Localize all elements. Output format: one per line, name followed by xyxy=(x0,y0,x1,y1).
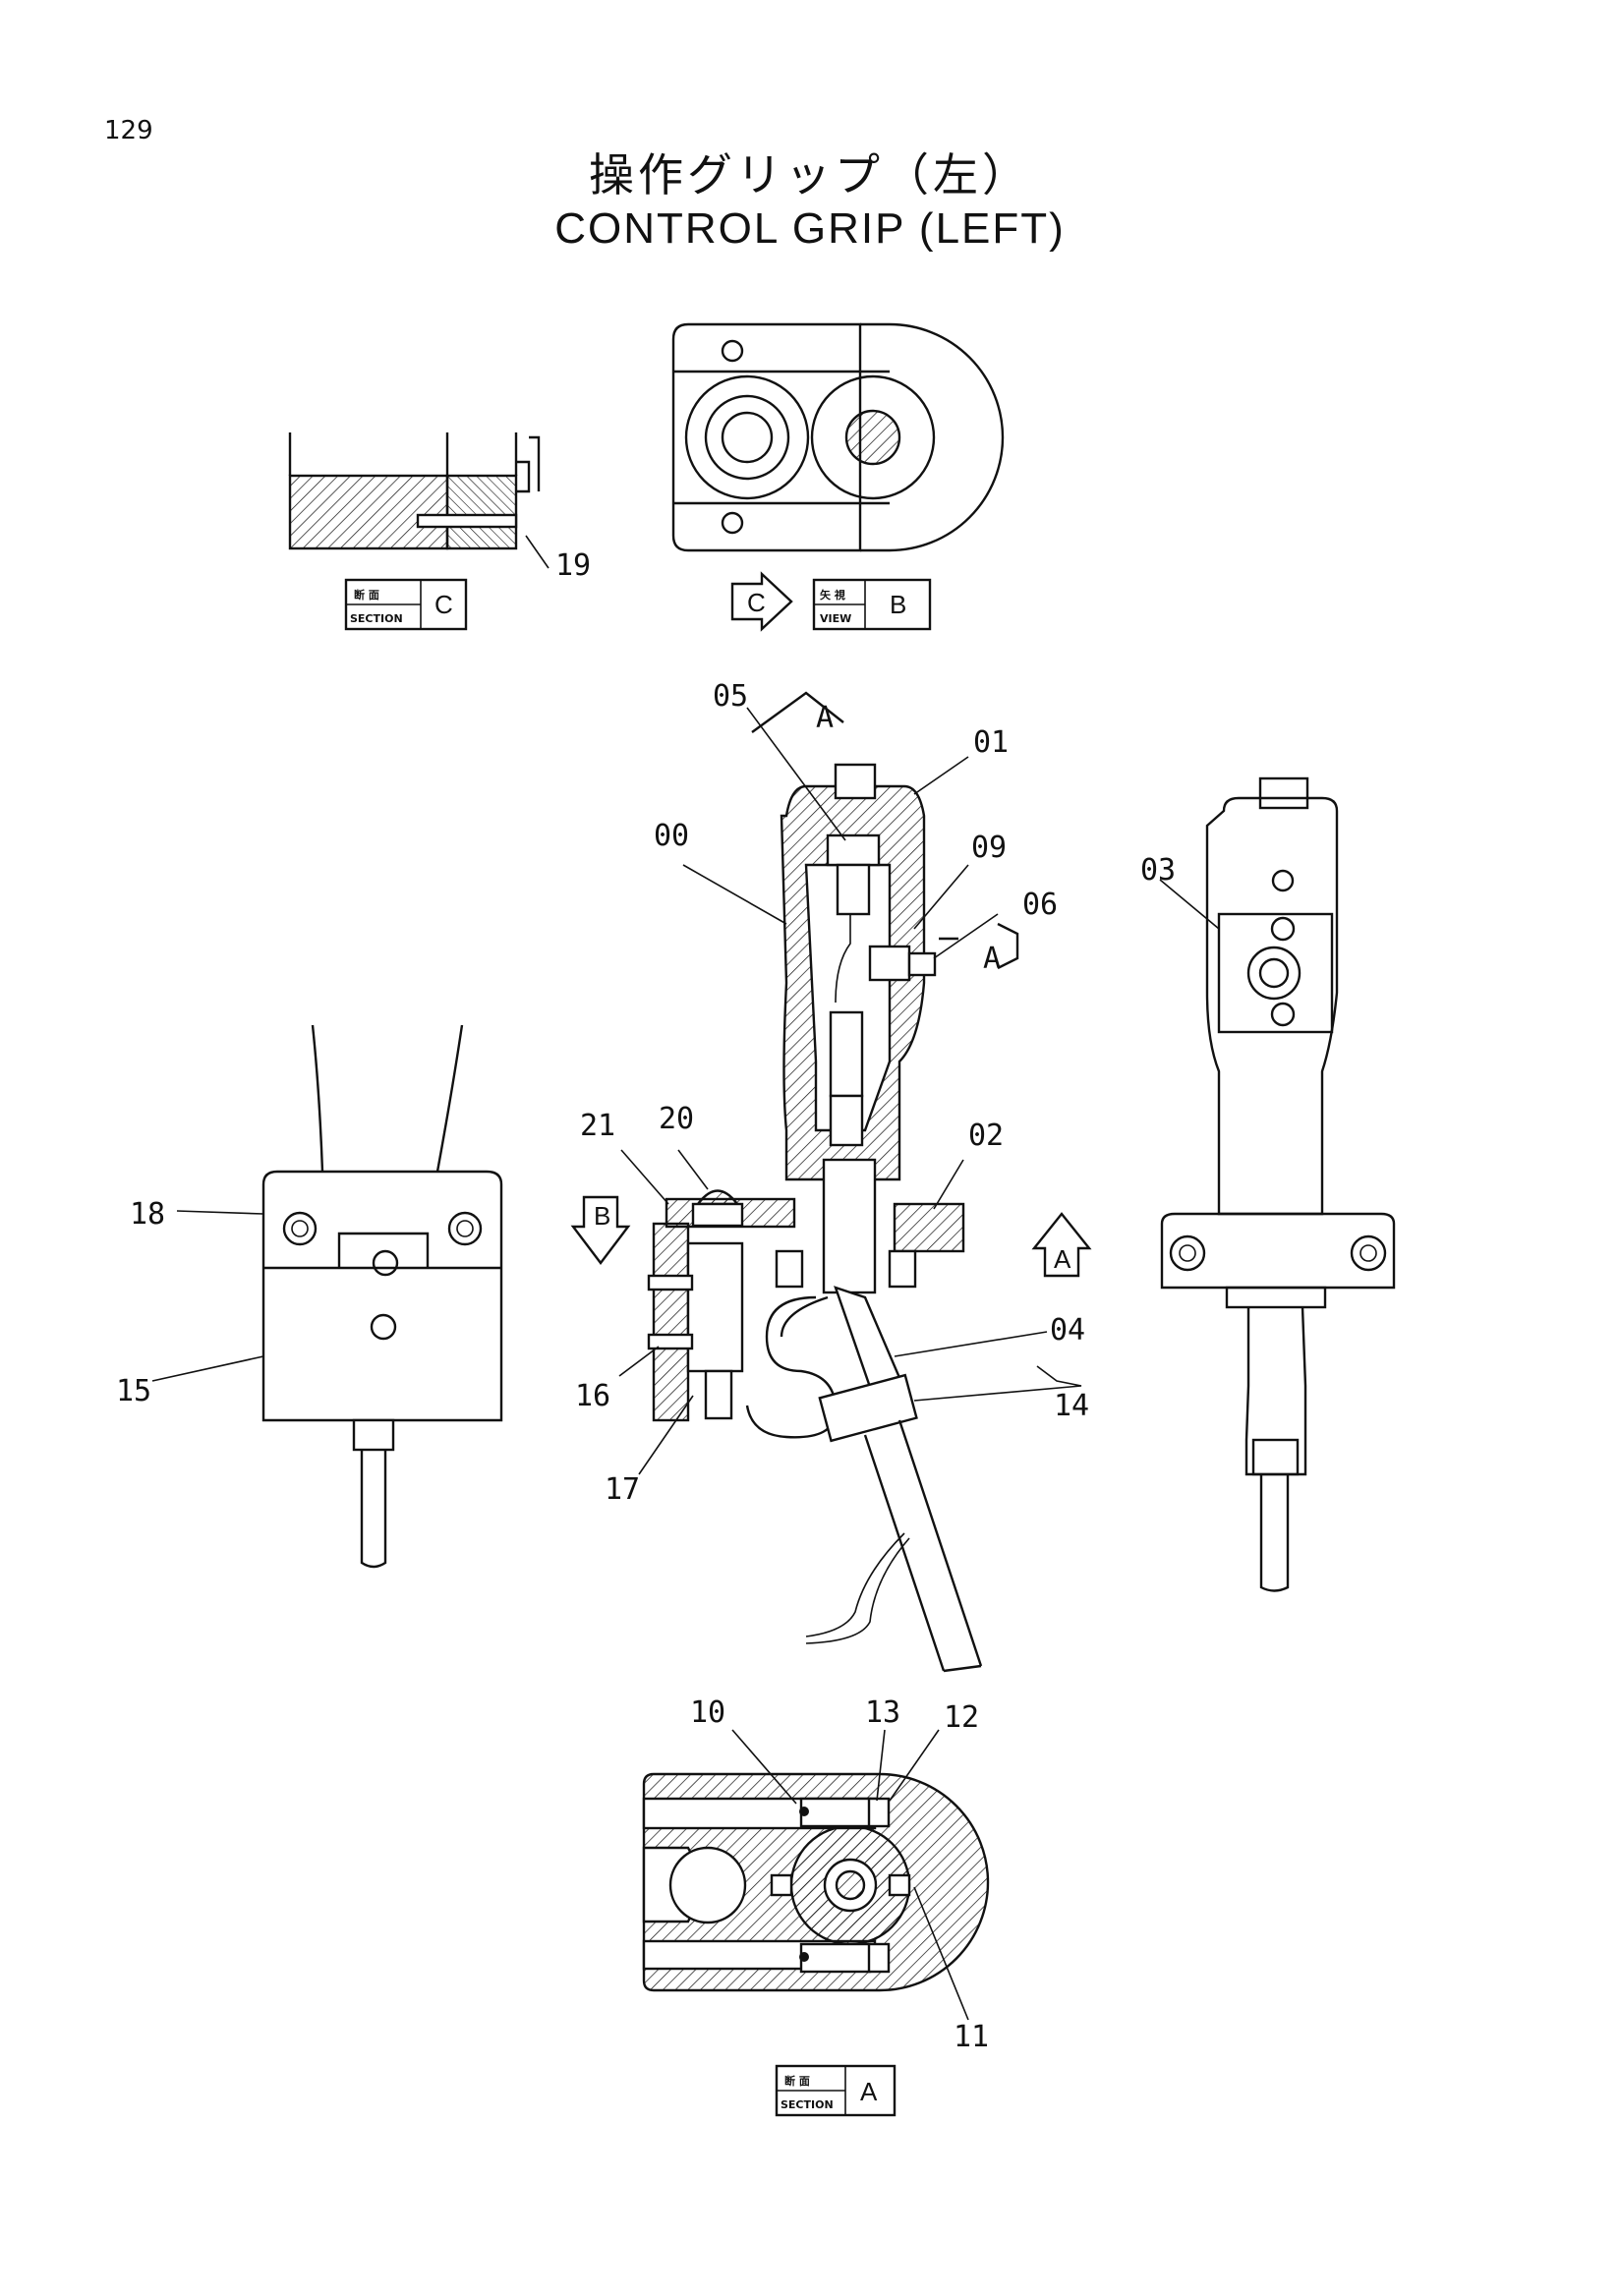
section-c-top: 断 面 xyxy=(354,588,379,602)
view-b-top: 矢 視 xyxy=(820,588,845,602)
view-b-label-box: 矢 視 VIEW B xyxy=(812,578,932,631)
section-a-bottom: SECTION xyxy=(781,2098,834,2111)
section-a-letter: A xyxy=(860,2077,878,2106)
section-a-drawing xyxy=(642,1772,990,1992)
callout-06: 06 xyxy=(1022,888,1058,922)
callout-11: 11 xyxy=(954,2020,989,2054)
section-c-letter: C xyxy=(434,590,453,619)
arrow-b-letter: B xyxy=(594,1201,610,1231)
callout-00: 00 xyxy=(654,819,689,853)
callout-15: 15 xyxy=(116,1374,151,1408)
section-c-drawing xyxy=(288,432,541,550)
arrow-a: A xyxy=(1031,1212,1092,1278)
callout-04: 04 xyxy=(1050,1313,1085,1348)
arrow-c-letter: C xyxy=(747,588,766,617)
callout-03: 03 xyxy=(1140,853,1176,888)
callout-09: 09 xyxy=(971,831,1007,865)
callout-14: 14 xyxy=(1054,1389,1089,1423)
arrow-a-letter: A xyxy=(1054,1244,1071,1274)
arrow-b: B xyxy=(570,1195,631,1265)
section-a-label-box: 断 面 SECTION A xyxy=(775,2064,897,2117)
callout-labels: 19 05 01 00 09 06 A A 03 02 21 20 18 04 … xyxy=(116,548,1176,2054)
callout-12: 12 xyxy=(944,1700,979,1735)
section-c-label-box: 断 面 SECTION C xyxy=(344,578,468,631)
callout-18: 18 xyxy=(130,1197,165,1232)
callout-17: 17 xyxy=(605,1472,640,1507)
callout-01: 01 xyxy=(973,725,1009,760)
callout-05: 05 xyxy=(713,679,748,714)
section-c-bottom: SECTION xyxy=(350,612,403,625)
callout-10: 10 xyxy=(690,1695,725,1730)
callout-19: 19 xyxy=(555,548,591,583)
callout-16: 16 xyxy=(575,1379,610,1413)
section-a-marker-top: A xyxy=(816,701,834,735)
section-a-top: 断 面 xyxy=(784,2074,810,2088)
main-section-drawing xyxy=(647,691,1019,1673)
right-view-drawing xyxy=(1160,776,1396,1592)
leader-lines xyxy=(151,535,1220,2021)
callout-21: 21 xyxy=(580,1109,615,1143)
left-view-drawing xyxy=(261,1024,503,1569)
section-a-marker: A xyxy=(983,942,1001,976)
view-b-drawing xyxy=(671,322,1005,552)
view-b-letter: B xyxy=(890,590,906,619)
title-japanese: 操作グリップ（左） xyxy=(589,148,1031,201)
callout-02: 02 xyxy=(968,1119,1004,1153)
page-number: 129 xyxy=(104,116,153,145)
arrow-c: C xyxy=(730,571,793,632)
callout-13: 13 xyxy=(865,1695,900,1730)
title-english: CONTROL GRIP (LEFT) xyxy=(554,204,1066,253)
view-b-bottom: VIEW xyxy=(820,612,851,625)
callout-20: 20 xyxy=(659,1102,694,1136)
